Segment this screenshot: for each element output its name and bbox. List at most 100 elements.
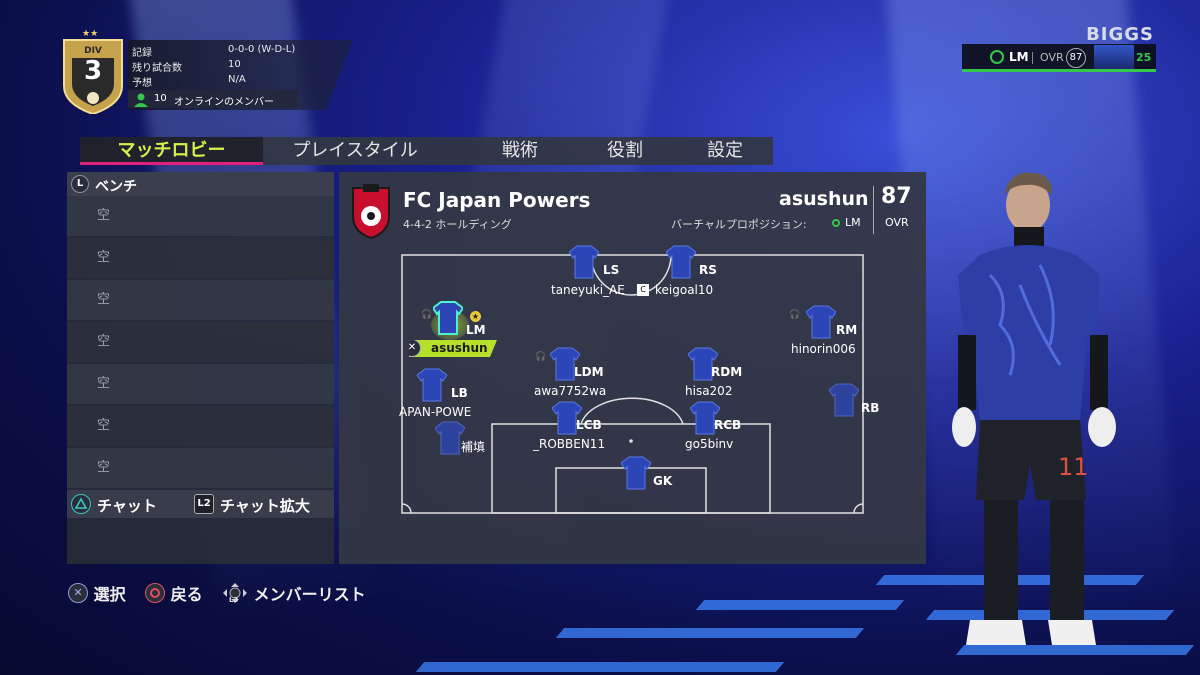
floor-stripe: [415, 662, 785, 672]
player-shirt-icon: [806, 305, 836, 339]
player-position: LCB: [576, 418, 602, 432]
player-shirt-icon: [688, 347, 718, 381]
player-name[interactable]: hisa202: [685, 384, 733, 398]
team-formation: 4-4-2 ホールディング: [403, 218, 512, 231]
chat-label[interactable]: チャット: [97, 497, 157, 515]
player-shirt-icon: [829, 383, 859, 417]
divider: [1032, 52, 1033, 64]
profile-ovr: 87: [1066, 48, 1086, 68]
player-shirt-icon: [621, 456, 651, 490]
divider: [873, 186, 874, 234]
player-position: RB: [861, 401, 880, 415]
chat-expand-label[interactable]: チャット拡大: [220, 497, 310, 515]
bench-slot[interactable]: 空: [67, 406, 334, 446]
profile-level: 25: [1136, 51, 1152, 64]
player-shirt-icon: [690, 401, 720, 435]
floor-stripe: [555, 628, 865, 638]
captain-icon: C: [637, 284, 649, 296]
online-members[interactable]: 10 オンラインのメンバー: [128, 90, 298, 108]
svg-text:★★: ★★: [82, 29, 98, 39]
bench-panel: L ベンチ 空 空 空 空 空 空 空 チャット L2 チャット拡大: [67, 172, 334, 564]
player-name[interactable]: _ROBBEN11: [533, 437, 606, 451]
player-shirt-icon: [417, 368, 447, 402]
division-label: DIV: [84, 46, 102, 56]
l-button-icon: L: [71, 175, 89, 193]
stat-label: 予想: [132, 78, 152, 89]
user-ovr-label: OVR: [885, 216, 909, 229]
hint-select-label: 選択: [93, 585, 126, 604]
division-badge-icon: ★★: [63, 29, 123, 114]
bench-slot[interactable]: 空: [67, 280, 334, 320]
l2-button-icon: L2: [194, 494, 214, 514]
online-count: 10: [154, 93, 167, 104]
bench-slot[interactable]: 空: [67, 322, 334, 362]
profile-tag[interactable]: LM OVR 87 25: [962, 44, 1156, 72]
profile-name: BIGGS: [1086, 24, 1154, 45]
player-position: GK: [653, 474, 673, 488]
circle-button-icon: [145, 583, 165, 603]
cross-button-icon: ✕: [68, 583, 88, 603]
player-name[interactable]: taneyuki_AE: [551, 283, 625, 297]
player-position: RDM: [711, 365, 743, 379]
stat-label: 記録: [132, 48, 152, 59]
you-name-plate[interactable]: ✕ asushun: [409, 340, 497, 357]
bench-slot[interactable]: 空: [67, 364, 334, 404]
profile-position: LM: [1009, 50, 1029, 64]
bench-slot[interactable]: 空: [67, 448, 334, 488]
tab-roles[interactable]: 役割: [607, 140, 643, 161]
player-name[interactable]: go5binv: [685, 437, 734, 451]
hint-member-list-label: メンバーリスト: [253, 585, 366, 604]
player-name[interactable]: 補填: [461, 440, 486, 454]
player-shirt-icon: [666, 245, 696, 279]
hint-back[interactable]: 戻る: [145, 581, 203, 605]
bench-list: 空 空 空 空 空 空 空: [67, 196, 334, 490]
star-icon: ★: [470, 311, 481, 322]
player-name: asushun: [431, 341, 488, 355]
player-position: RM: [836, 323, 858, 337]
stat-label: 残り試合数: [132, 63, 182, 74]
virtual-pos-label: バーチャルプロポジション:: [671, 218, 807, 231]
l3-button-icon: L3: [222, 582, 248, 604]
stat-value: 0-0-0 (W-D-L): [228, 44, 296, 55]
hint-select[interactable]: ✕ 選択: [68, 581, 126, 605]
bench-slot[interactable]: 空: [67, 238, 334, 278]
tab-playstyle[interactable]: プレイスタイル: [292, 140, 418, 161]
player-name[interactable]: keigoal10: [655, 283, 714, 297]
floor-stripe: [695, 600, 905, 610]
stat-value: N/A: [228, 74, 246, 85]
hint-member-list[interactable]: L3 メンバーリスト: [222, 581, 366, 605]
hint-back-label: 戻る: [170, 585, 203, 604]
player-shirt-icon: [435, 421, 465, 455]
player-position: RS: [699, 263, 717, 277]
division-number: 3: [83, 56, 103, 86]
club-crest-icon: [352, 184, 390, 240]
player-name[interactable]: hinorin006: [791, 342, 856, 356]
tab-tactics[interactable]: 戦術: [502, 140, 538, 161]
player-avatar-figure: 11: [952, 172, 1116, 645]
player-name[interactable]: APAN-POWE: [399, 405, 472, 419]
user-name: asushun: [779, 188, 869, 210]
headset-icon: 🎧: [535, 352, 547, 362]
tab-match-lobby[interactable]: マッチロビー: [80, 137, 263, 165]
player-position: RCB: [714, 418, 742, 432]
profile-avatar: [1094, 45, 1134, 69]
bench-title: ベンチ: [95, 179, 137, 195]
team-name: FC Japan Powers: [403, 188, 591, 212]
player-position: LB: [451, 386, 468, 400]
lobby-panel: FC Japan Powers 4-4-2 ホールディング asushun 87…: [339, 172, 926, 564]
pitch: [401, 254, 864, 514]
user-ovr: 87: [881, 184, 912, 209]
player-position: LS: [603, 263, 620, 277]
chat-bar: チャット L2 チャット拡大: [67, 490, 334, 518]
stat-value: 10: [228, 59, 241, 70]
user-icon: [134, 92, 148, 107]
status-dot-icon: [832, 219, 840, 227]
tab-settings[interactable]: 設定: [707, 140, 743, 161]
status-dot-icon: [990, 50, 1004, 64]
bench-slot[interactable]: 空: [67, 196, 334, 236]
player-name[interactable]: awa7752wa: [534, 384, 607, 398]
l3-label: L3: [229, 596, 239, 604]
headset-icon: 🎧: [789, 310, 801, 320]
triangle-button-icon[interactable]: [71, 494, 91, 514]
player-shirt-icon: [433, 301, 463, 335]
